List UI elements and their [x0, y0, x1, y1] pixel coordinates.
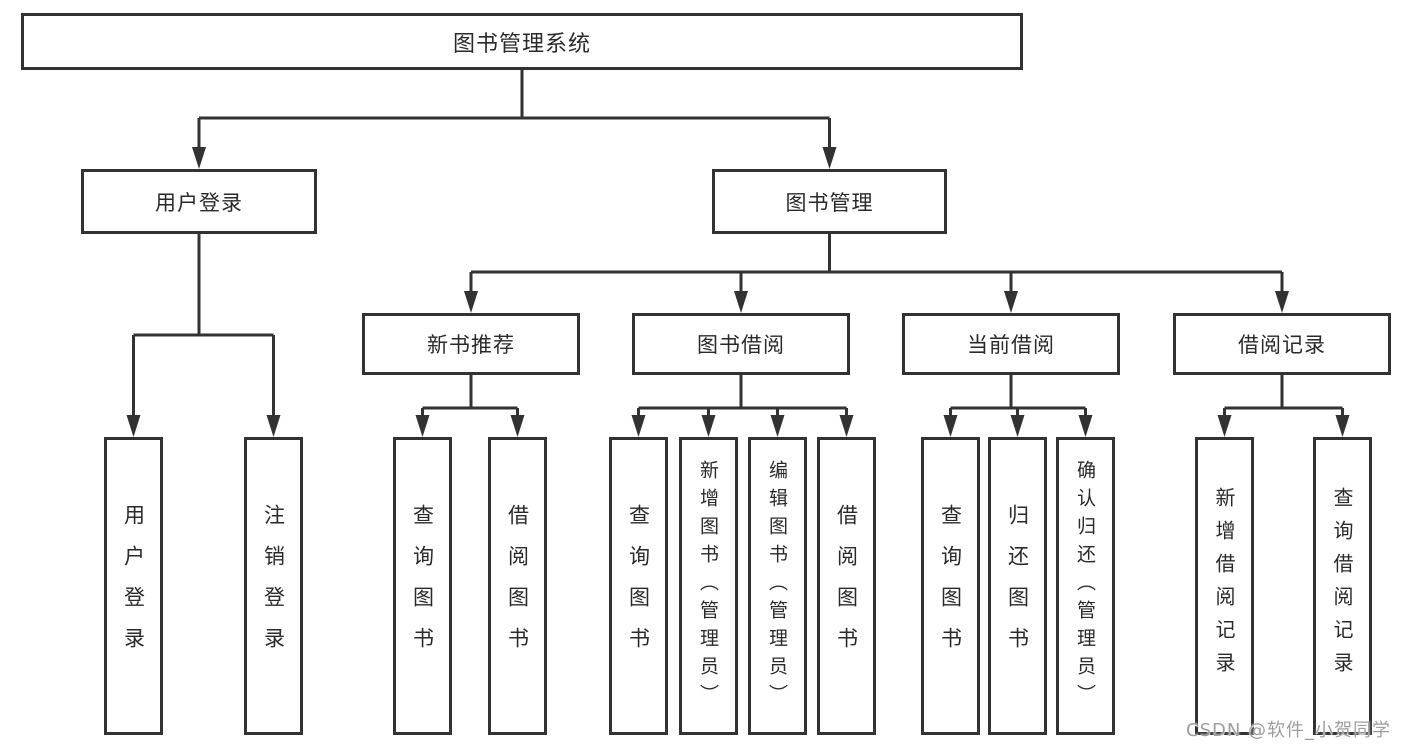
leaf-query-borrow-record: 查询借阅记录: [1313, 437, 1372, 735]
leaf-add-borrow-record-label: 新增借阅记录: [1212, 487, 1236, 685]
arrowhead: [1078, 415, 1093, 437]
arrowhead: [1275, 291, 1289, 313]
leaf-user-login-label: 用户登录: [121, 504, 146, 668]
leaf-borrow-books-recommend-label: 借阅图书: [505, 504, 530, 668]
node-current-borrowing-label: 当前借阅: [967, 333, 1055, 357]
arrowhead: [770, 415, 785, 437]
arrowhead: [701, 415, 716, 437]
arrowhead: [415, 415, 430, 437]
leaf-borrow-books-recommend: 借阅图书: [488, 437, 547, 735]
node-book-management-label: 图书管理: [785, 190, 874, 215]
leaf-user-login: 用户登录: [104, 437, 163, 735]
arrowhead: [822, 147, 837, 169]
leaf-query-books-recommend-label: 查询图书: [410, 504, 435, 668]
arrowhead: [126, 415, 141, 437]
connector-path: [637, 375, 848, 419]
leaf-query-books-recommend: 查询图书: [393, 437, 452, 735]
node-current-borrowing: 当前借阅: [902, 313, 1120, 375]
leaf-add-books-admin-label: 新增图书（管理员）: [697, 460, 719, 712]
node-borrowing-records: 借阅记录: [1173, 313, 1391, 375]
arrowhead: [266, 415, 281, 437]
leaf-confirm-return-admin-label: 确认归还（管理员）: [1074, 460, 1096, 712]
node-book-management: 图书管理: [712, 169, 947, 234]
watermark-text: CSDN @软件_小贺同学: [1186, 720, 1392, 741]
node-borrowing-records-label: 借阅记录: [1238, 333, 1326, 357]
connector-path: [132, 234, 275, 417]
node-user-login-group: 用户登录: [81, 169, 317, 234]
arrowhead: [943, 415, 958, 437]
node-library-system: 图书管理系统: [21, 13, 1023, 70]
arrowhead: [1004, 291, 1018, 313]
arrowhead: [510, 415, 525, 437]
node-library-system-label: 图书管理系统: [452, 31, 591, 57]
connector-path: [949, 375, 1087, 419]
leaf-query-books-borrowing: 查询图书: [609, 437, 668, 735]
node-new-book-recommendation: 新书推荐: [362, 313, 580, 375]
leaf-return-books-label: 归还图书: [1005, 504, 1030, 668]
leaf-borrow-books-borrowing: 借阅图书: [817, 437, 876, 735]
connector-path: [469, 234, 1284, 293]
leaf-confirm-return-admin: 确认归还（管理员）: [1056, 437, 1115, 735]
leaf-add-books-admin: 新增图书（管理员）: [679, 437, 738, 735]
arrowhead: [839, 415, 854, 437]
leaf-query-books-current-label: 查询图书: [938, 504, 963, 668]
arrowhead: [1335, 415, 1350, 437]
node-user-login-group-label: 用户登录: [155, 190, 243, 215]
leaf-edit-books-admin: 编辑图书（管理员）: [748, 437, 807, 735]
arrowhead: [734, 291, 748, 313]
leaf-borrow-books-borrowing-label: 借阅图书: [834, 504, 859, 668]
arrowhead: [631, 415, 646, 437]
node-book-borrowing-label: 图书借阅: [697, 333, 785, 357]
leaf-logout-login-label: 注销登录: [261, 504, 286, 668]
connector-path: [1223, 375, 1344, 419]
leaf-query-books-current: 查询图书: [921, 437, 980, 735]
connector-path: [197, 69, 831, 149]
connector-path: [421, 375, 519, 419]
leaf-edit-books-admin-label: 编辑图书（管理员）: [766, 460, 788, 712]
arrowhead: [1217, 415, 1232, 437]
leaf-logout-login: 注销登录: [244, 437, 303, 735]
leaf-return-books: 归还图书: [988, 437, 1047, 735]
node-new-book-recommendation-label: 新书推荐: [427, 333, 515, 357]
leaf-query-books-borrowing-label: 查询图书: [626, 504, 651, 668]
arrowhead: [1010, 415, 1025, 437]
node-book-borrowing: 图书借阅: [632, 313, 850, 375]
arrowhead: [192, 147, 206, 169]
arrowhead: [464, 291, 478, 313]
leaf-query-borrow-record-label: 查询借阅记录: [1330, 487, 1354, 685]
leaf-add-borrow-record: 新增借阅记录: [1195, 437, 1254, 735]
